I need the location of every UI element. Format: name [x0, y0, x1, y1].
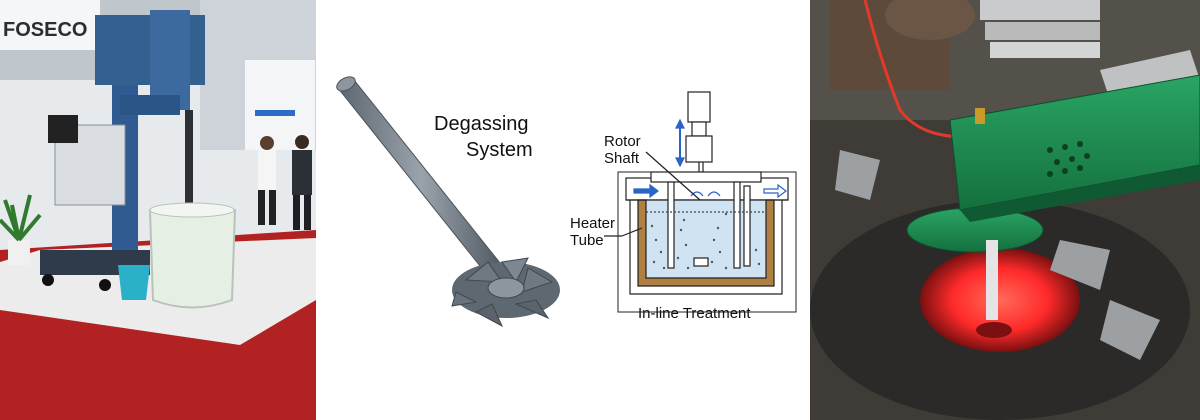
- label-shaft: Shaft: [604, 150, 640, 167]
- molten-metal-glow: [920, 248, 1080, 352]
- machine-rotor-shaft: [185, 110, 193, 205]
- rotor-shaft-product: [336, 76, 560, 328]
- visitors: [258, 135, 312, 230]
- label-rotor: Rotor: [604, 133, 641, 150]
- rotor-head: [451, 257, 560, 328]
- gas-bubbles: [650, 212, 761, 270]
- inflow-arrow: [633, 183, 659, 199]
- outflow-arrow: [763, 183, 787, 199]
- diagram-title-line2: System: [466, 139, 533, 161]
- inline-treatment-schematic: [604, 91, 797, 313]
- blue-bucket: [118, 265, 150, 300]
- furnace-photo-panel: [810, 0, 1200, 420]
- diagram-caption: In-line Treatment: [638, 305, 751, 322]
- scrap-metal: [835, 150, 1160, 360]
- booth-photo: FOSECO: [0, 0, 316, 420]
- label-heater: Heater: [570, 215, 615, 232]
- furnace-rotor-shaft: [986, 240, 998, 320]
- furnace-photo: [810, 0, 1200, 420]
- water-vessel: [148, 209, 237, 309]
- degassing-diagram: Degassing System: [336, 76, 797, 328]
- label-tube: Tube: [570, 232, 604, 249]
- green-cover-assembly: [906, 74, 1200, 253]
- degassing-diagram-panel: Degassing System: [316, 0, 810, 420]
- diagram-title-line1: Degassing: [434, 113, 529, 135]
- booth-photo-panel: FOSECO: [0, 0, 316, 420]
- booth-sign-text: FOSECO: [3, 19, 87, 41]
- potted-plant: [0, 194, 42, 265]
